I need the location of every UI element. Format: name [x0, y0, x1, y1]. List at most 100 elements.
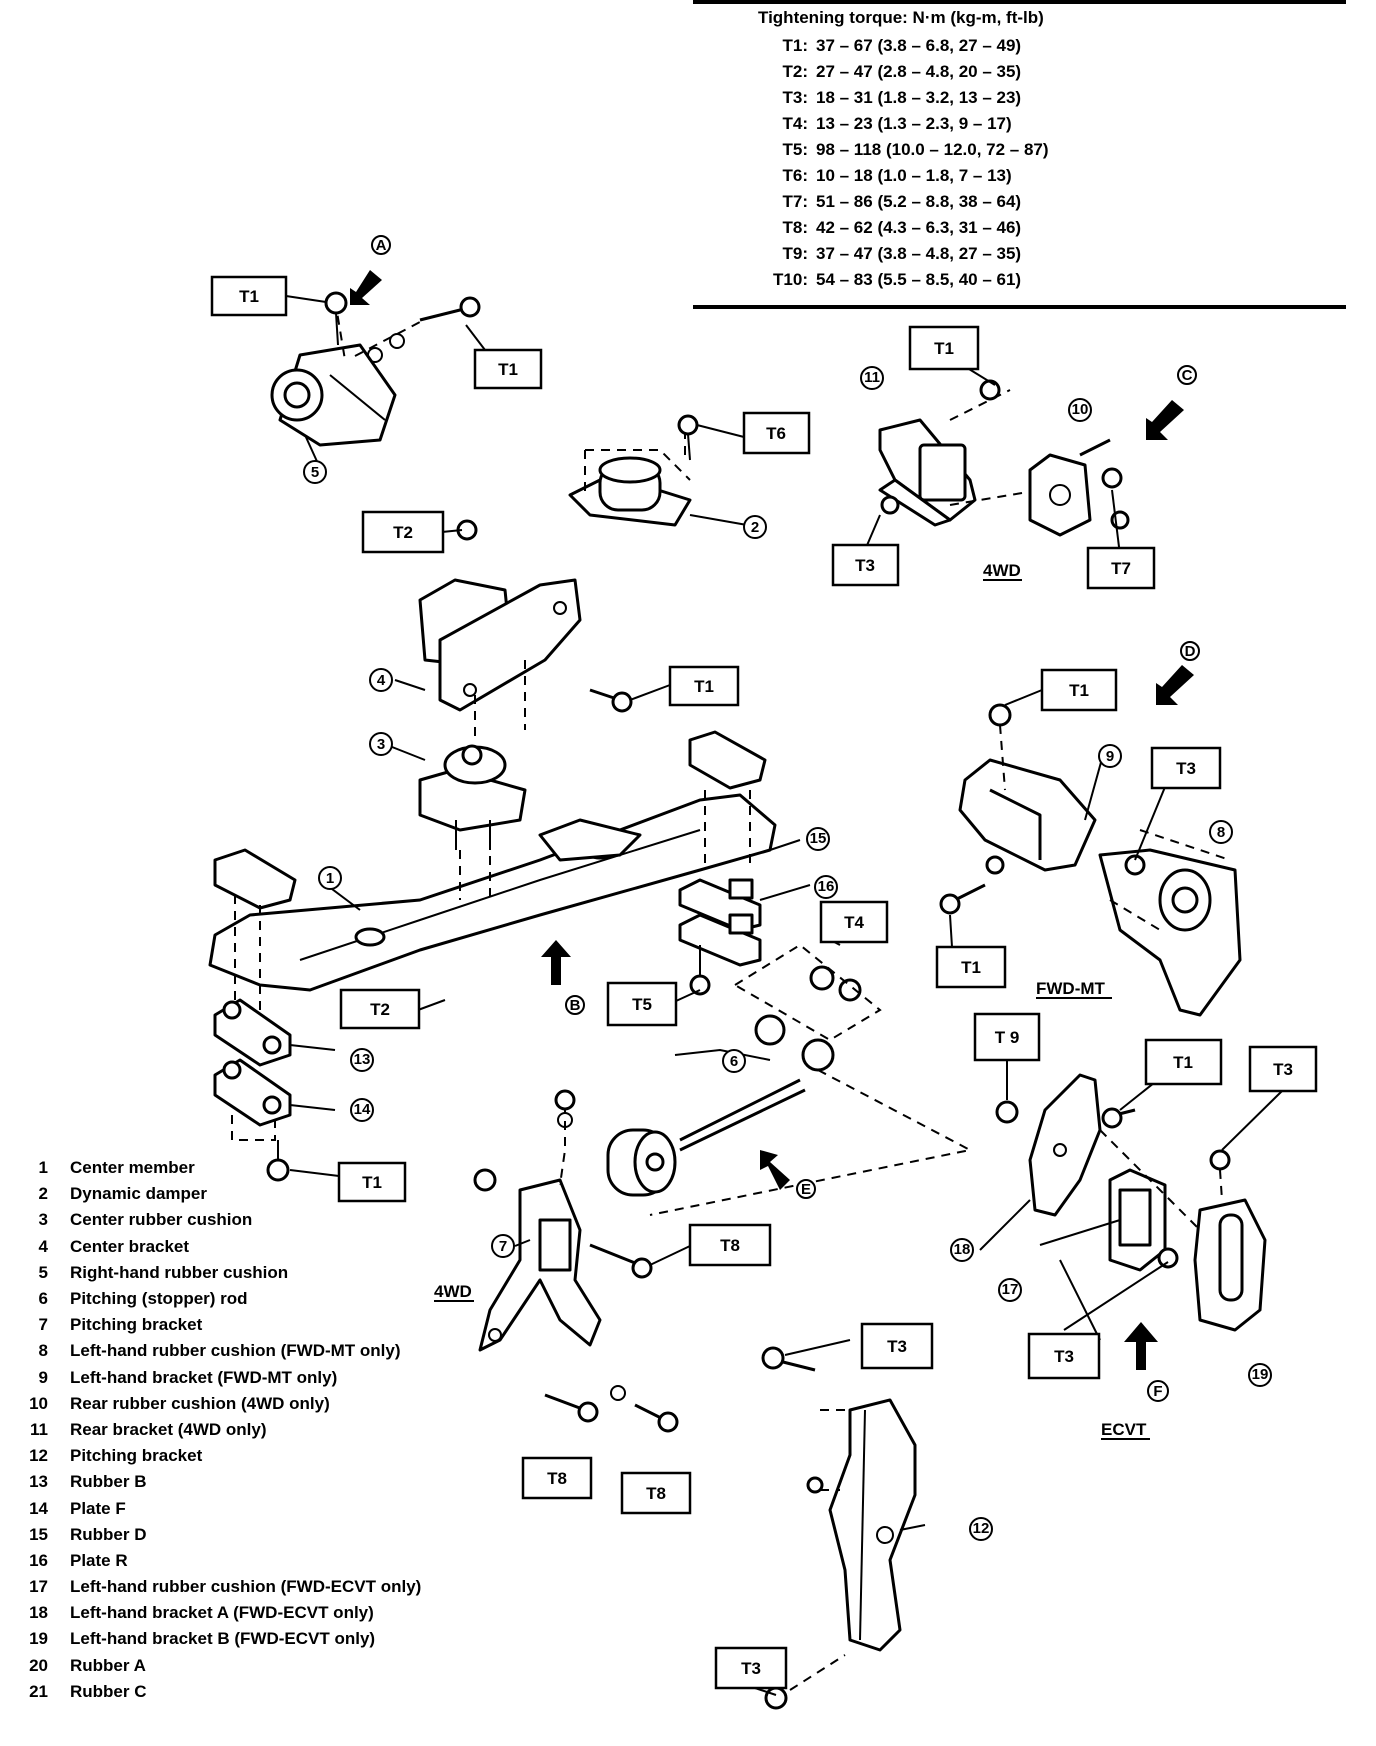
svg-text:T2: T2: [370, 1000, 390, 1019]
svg-text:1: 1: [326, 870, 334, 887]
torque-row: T2:27 – 47 (2.8 – 4.8, 20 – 35): [752, 59, 1049, 85]
svg-text:T1: T1: [1069, 681, 1089, 700]
svg-text:T7: T7: [1111, 559, 1131, 578]
svg-text:T3: T3: [1176, 759, 1196, 778]
legend-number: 18: [29, 1603, 48, 1623]
callout-t1-b: T1: [473, 348, 543, 390]
legend-number: 2: [38, 1184, 48, 1204]
legend-description: Plate R: [70, 1550, 128, 1570]
view-label-a: A: [371, 235, 391, 255]
rubber-plate-rear-drawing: [678, 878, 762, 996]
torque-row: T9: 37 – 47 (3.8 – 4.8, 27 – 35): [752, 241, 1049, 267]
svg-text:9: 9: [1106, 748, 1114, 765]
torque-key: T3:: [782, 88, 809, 107]
legend-description: Left-hand bracket A (FWD-ECVT only): [70, 1603, 374, 1623]
svg-text:T3: T3: [741, 1659, 761, 1678]
svg-text:4WD: 4WD: [434, 1282, 472, 1301]
section-label-4wd-left: 4WD: [434, 1282, 474, 1302]
svg-text:T3: T3: [887, 1337, 907, 1356]
svg-text:T1: T1: [239, 287, 259, 306]
callout-t1-e: T1: [908, 325, 980, 371]
callout-t1-c: T1: [668, 665, 740, 707]
svg-text:T1: T1: [362, 1173, 382, 1192]
torque-row: T1: 37 – 67 (3.8 – 6.8, 27 – 49): [752, 33, 1049, 59]
torque-key: T9:: [782, 244, 809, 263]
left-hand-bracket-ecvt-drawing: [995, 1073, 1267, 1332]
svg-text:B: B: [570, 997, 581, 1014]
svg-text:17: 17: [1002, 1281, 1019, 1298]
view-arrows: [350, 270, 1194, 1370]
legend-description: Left-hand rubber cushion (FWD-ECVT only): [70, 1577, 422, 1597]
svg-text:T6: T6: [766, 424, 786, 443]
svg-text:T2: T2: [393, 523, 413, 542]
svg-text:ECVT: ECVT: [1101, 1420, 1147, 1439]
part-label-3: 3: [369, 732, 393, 756]
callout-t3-d: T3: [1027, 1332, 1101, 1380]
callout-t3-c: T3: [1248, 1045, 1318, 1093]
legend-number: 9: [38, 1367, 48, 1387]
svg-text:11: 11: [864, 369, 880, 386]
part-label-19: 19: [1248, 1363, 1272, 1387]
legend-number: 3: [38, 1210, 48, 1230]
svg-text:T5: T5: [632, 995, 652, 1014]
svg-text:T1: T1: [694, 677, 714, 696]
callout-t3-a: T3: [831, 543, 900, 587]
legend-description: Rubber B: [70, 1472, 147, 1492]
part-label-8: 8: [1209, 820, 1233, 844]
svg-text:13: 13: [354, 1051, 371, 1068]
torque-value: 27 – 47 (2.8 – 4.8, 20 – 35): [816, 62, 1022, 81]
torque-key: T1:: [782, 36, 809, 55]
view-label-c: C: [1177, 365, 1197, 385]
callout-t5: T5: [606, 981, 678, 1027]
left-hand-bracket-fwd-mt-drawing: [939, 703, 1242, 1017]
svg-text:12: 12: [973, 1520, 990, 1537]
svg-text:16: 16: [818, 878, 835, 895]
torque-row: T4:13 – 23 (1.3 – 2.3, 9 – 17): [752, 111, 1049, 137]
legend-description: Left-hand bracket B (FWD-ECVT only): [70, 1629, 376, 1649]
callout-t9: T 9: [973, 1012, 1041, 1062]
torque-key: T10:: [773, 270, 808, 289]
legend-description: Dynamic damper: [70, 1184, 207, 1204]
legend-number: 14: [29, 1498, 48, 1518]
callout-t3-e: T3: [860, 1322, 934, 1370]
part-label-2: 2: [743, 515, 767, 539]
legend-description: Rear bracket (4WD only): [70, 1419, 267, 1439]
callout-t2-b: T2: [339, 988, 421, 1030]
part-label-4: 4: [369, 668, 393, 692]
part-label-16: 16: [814, 875, 838, 899]
svg-text:10: 10: [1072, 401, 1089, 418]
svg-text:E: E: [801, 1181, 811, 1198]
torque-value: 98 – 118 (10.0 – 12.0, 72 – 87): [816, 140, 1049, 159]
torque-rows: T1: 37 – 67 (3.8 – 6.8, 27 – 49) T2:27 – 4…: [752, 33, 1049, 293]
legend-number: 7: [38, 1315, 48, 1335]
torque-value: 51 – 86 (5.2 – 8.8, 38 – 64): [816, 192, 1022, 211]
torque-row: T5:98 – 118 (10.0 – 12.0, 72 – 87): [752, 137, 1049, 163]
legend-number: 15: [29, 1524, 48, 1544]
torque-value: 37 – 67 (3.8 – 6.8, 27 – 49): [816, 36, 1022, 55]
legend-number: 20: [29, 1655, 48, 1675]
section-label-ecvt: ECVT: [1101, 1420, 1150, 1440]
callout-t6: T6: [742, 411, 811, 455]
torque-key: T6:: [782, 166, 809, 185]
section-label-fwd-mt: FWD-MT: [1036, 979, 1112, 999]
part-label-1: 1: [318, 866, 342, 890]
svg-text:18: 18: [954, 1241, 971, 1258]
callout-t7: T7: [1086, 546, 1156, 590]
torque-value: 37 – 47 (3.8 – 4.8, 27 – 35): [816, 244, 1022, 263]
legend-description: Rubber A: [70, 1655, 146, 1675]
legend-number: 1: [38, 1158, 48, 1178]
svg-text:T8: T8: [547, 1469, 567, 1488]
top-rule: [693, 0, 1346, 4]
legend-number: 8: [38, 1341, 48, 1361]
legend-number: 10: [29, 1393, 48, 1413]
svg-text:T8: T8: [646, 1484, 666, 1503]
